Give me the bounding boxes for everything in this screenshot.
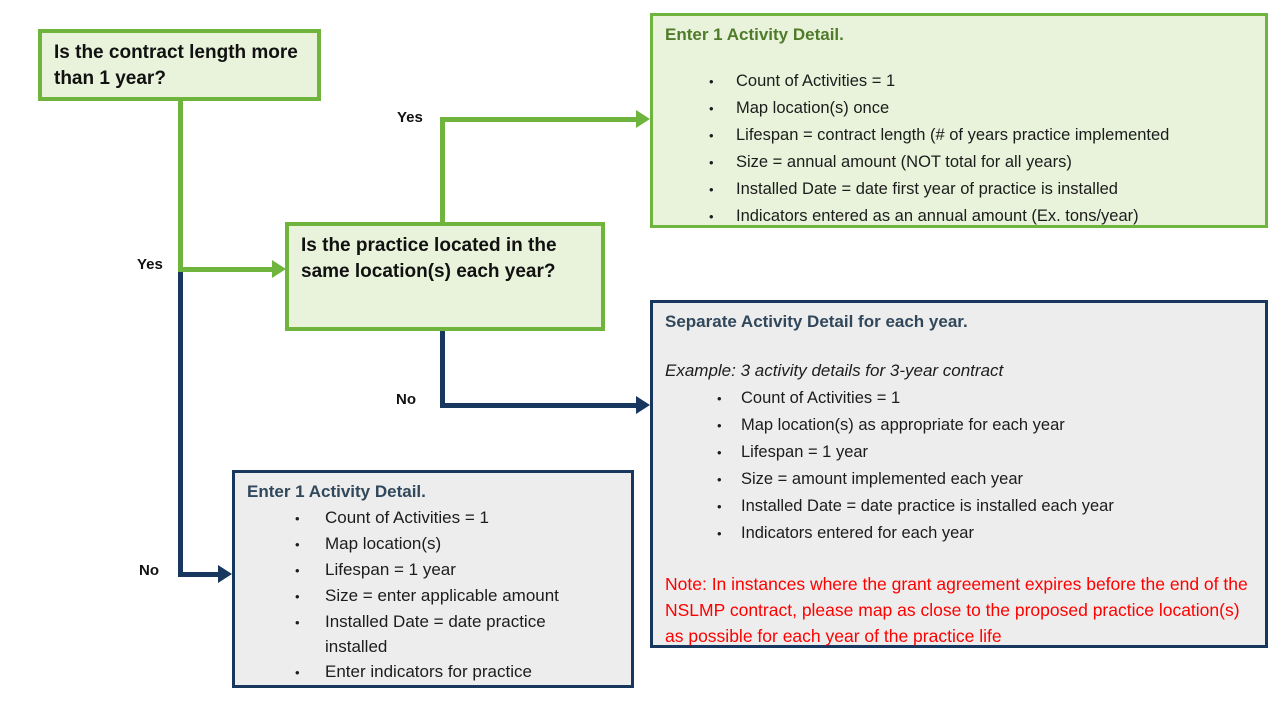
- connector-q2-yes-stem: [440, 119, 445, 222]
- connector-q2-yes-shaft: [440, 117, 636, 122]
- bullet-item: •Lifespan = contract length (# of years …: [709, 122, 1253, 149]
- bullet-icon: •: [295, 615, 300, 630]
- outcome-bullet-list: •Count of Activities = 1•Map location(s)…: [665, 68, 1253, 230]
- bullet-icon: •: [709, 128, 714, 143]
- bullet-item: •Map location(s) once: [709, 95, 1253, 122]
- outcome-heading: Enter 1 Activity Detail.: [247, 482, 426, 501]
- bullet-icon: •: [717, 418, 722, 433]
- bullet-item: •Count of Activities = 1: [709, 68, 1253, 95]
- bullet-item: •Count of Activities = 1: [717, 385, 1253, 412]
- example-text: Example: 3 activity details for 3-year c…: [665, 361, 1004, 380]
- note-text: Note: In instances where the grant agree…: [665, 574, 1248, 646]
- bullet-item: •Map location(s): [295, 531, 619, 557]
- bullet-icon: •: [295, 511, 300, 526]
- connector-q1-no-shaft: [178, 572, 218, 577]
- bullet-icon: •: [709, 155, 714, 170]
- edge-label-q2-no: No: [396, 391, 416, 408]
- bullet-item: •Size = enter applicable amount: [295, 583, 619, 609]
- connector-q1-yes-shaft: [178, 267, 272, 272]
- bullet-icon: •: [717, 445, 722, 460]
- bullet-item: •Count of Activities = 1: [295, 505, 619, 531]
- bullet-item: •Indicators entered for each year: [717, 520, 1253, 547]
- bullet-item: •Lifespan = 1 year: [717, 439, 1253, 466]
- bullet-icon: •: [295, 665, 300, 680]
- bullet-icon: •: [295, 563, 300, 578]
- bullet-item: •Indicators entered as an annual amount …: [709, 203, 1253, 230]
- bullet-item: •Map location(s) as appropriate for each…: [717, 412, 1253, 439]
- edge-label-q1-yes: Yes: [137, 256, 163, 273]
- outcome-heading: Enter 1 Activity Detail.: [665, 25, 844, 44]
- bullet-item: •Installed Date = date practice installe…: [295, 609, 619, 659]
- bullet-icon: •: [709, 182, 714, 197]
- arrowhead-right-icon: [636, 110, 650, 128]
- bullet-item: •Enter indicators for practice: [295, 659, 619, 685]
- outcome-box-separate-detail: Separate Activity Detail for each year. …: [650, 300, 1268, 648]
- bullet-icon: •: [709, 74, 714, 89]
- bullet-item: •Size = amount implemented each year: [717, 466, 1253, 493]
- bullet-icon: •: [709, 209, 714, 224]
- bullet-icon: •: [717, 472, 722, 487]
- question-same-location: Is the practice located in the same loca…: [285, 222, 605, 331]
- connector-q1-no-stem: [178, 272, 183, 577]
- bullet-item: •Installed Date = date practice is insta…: [717, 493, 1253, 520]
- outcome-bullet-list: •Count of Activities = 1•Map location(s)…: [665, 385, 1253, 547]
- outcome-box-same-location: Enter 1 Activity Detail. •Count of Activ…: [650, 13, 1268, 228]
- outcome-bullet-list: •Count of Activities = 1•Map location(s)…: [247, 505, 619, 685]
- bullet-icon: •: [295, 537, 300, 552]
- arrowhead-right-icon: [272, 260, 286, 278]
- edge-label-q1-no: No: [139, 562, 159, 579]
- bullet-item: •Size = annual amount (NOT total for all…: [709, 149, 1253, 176]
- bullet-item: •Installed Date = date first year of pra…: [709, 176, 1253, 203]
- outcome-heading: Separate Activity Detail for each year.: [665, 312, 968, 331]
- arrowhead-right-icon: [218, 565, 232, 583]
- bullet-icon: •: [717, 526, 722, 541]
- connector-q2-no-shaft: [440, 403, 636, 408]
- bullet-icon: •: [295, 589, 300, 604]
- edge-label-q2-yes: Yes: [397, 109, 423, 126]
- connector-q2-no-stem: [440, 331, 445, 407]
- arrowhead-right-icon: [636, 396, 650, 414]
- bullet-icon: •: [717, 499, 722, 514]
- bullet-icon: •: [709, 101, 714, 116]
- question-contract-length: Is the contract length more than 1 year?: [38, 29, 321, 101]
- connector-q1-stem: [178, 101, 183, 272]
- bullet-icon: •: [717, 391, 722, 406]
- bullet-item: •Lifespan = 1 year: [295, 557, 619, 583]
- outcome-box-one-detail: Enter 1 Activity Detail. •Count of Activ…: [232, 470, 634, 688]
